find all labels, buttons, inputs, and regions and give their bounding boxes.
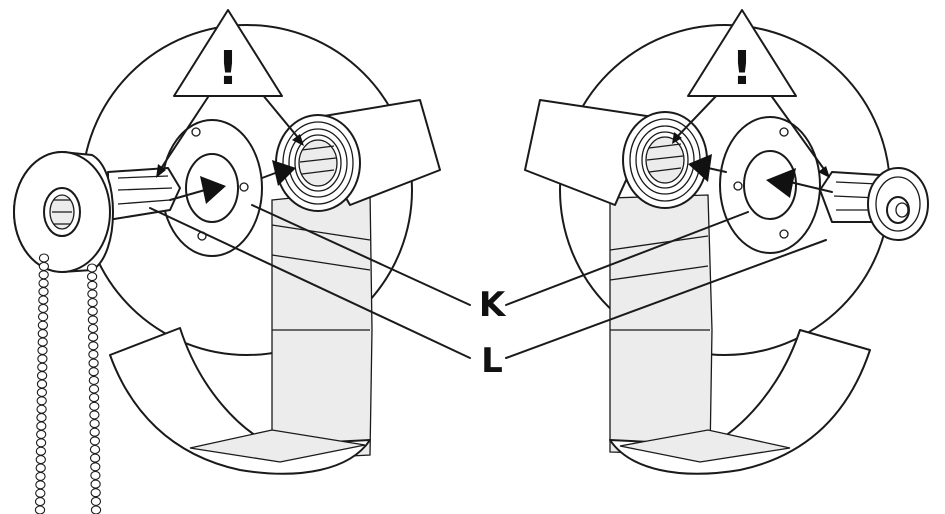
chain-bead	[38, 295, 49, 305]
chain-bead	[36, 371, 48, 381]
chain-bead	[35, 480, 46, 490]
chain-bead	[87, 306, 98, 316]
chain-bead	[34, 505, 46, 514]
chain-bead	[89, 427, 100, 437]
chain-bead	[36, 387, 48, 397]
right-fabric-drape	[609, 329, 871, 475]
chain-bead	[89, 453, 101, 463]
chain-bead	[86, 272, 98, 282]
chain-bead	[37, 345, 48, 355]
chain-bead	[38, 261, 50, 271]
chain-bead	[87, 298, 98, 308]
right-fabric-roll	[622, 111, 708, 209]
chain-bead	[90, 462, 101, 472]
chain-bead	[34, 497, 46, 507]
right-end-cap	[867, 167, 929, 241]
right-fabric-band	[609, 194, 713, 456]
chain-bead	[88, 375, 100, 385]
chain-bead	[88, 367, 99, 377]
chain-bead	[90, 479, 101, 489]
chain-bead	[37, 337, 48, 347]
chain-bead	[89, 410, 100, 420]
chain-bead	[89, 436, 101, 446]
chain-bead	[90, 470, 101, 480]
chain-bead	[38, 270, 49, 280]
chain-bead	[89, 419, 100, 429]
callout-lines	[149, 204, 827, 359]
chain-bead	[37, 320, 49, 330]
right-insert-arrow-shaft	[766, 168, 833, 198]
chain-bead	[37, 362, 48, 372]
chain-bead	[35, 438, 47, 448]
chain-bead	[37, 329, 48, 339]
chain-bead	[87, 280, 98, 290]
chain-bead	[36, 404, 47, 414]
chain-bead	[87, 332, 99, 342]
right-mounting-bracket	[719, 116, 821, 254]
left-insert-arrow-tube	[261, 160, 296, 186]
left-bead-chain	[34, 253, 102, 514]
left-fabric-drape	[109, 327, 371, 475]
label-k: K	[479, 285, 507, 325]
chain-bead	[36, 396, 47, 406]
chain-bead	[38, 278, 49, 288]
left-chain-control-unit	[13, 151, 114, 273]
chain-bead	[36, 429, 47, 439]
chain-bead	[88, 358, 99, 368]
chain-bead	[35, 463, 46, 473]
chain-bead	[38, 287, 49, 297]
chain-bead	[87, 323, 99, 334]
chain-bead	[87, 289, 98, 299]
chain-bead	[89, 401, 100, 411]
chain-bead	[38, 303, 49, 313]
left-warning-icon: !	[173, 9, 283, 97]
chain-bead	[89, 444, 101, 455]
left-fabric-band	[271, 189, 373, 461]
chain-bead	[90, 496, 102, 506]
chain-bead	[88, 384, 100, 394]
chain-bead	[90, 505, 102, 514]
chain-bead	[38, 253, 50, 263]
chain-bead	[87, 315, 99, 325]
chain-bead	[36, 421, 47, 431]
chain-bead	[88, 349, 99, 359]
chain-bead	[88, 341, 99, 351]
chain-bead	[37, 354, 48, 364]
right-assembly	[524, 24, 929, 475]
left-warning-glyph: !	[218, 41, 239, 95]
chain-bead	[86, 263, 98, 273]
right-insert-arrow-tube	[688, 154, 727, 182]
chain-bead	[88, 393, 100, 403]
left-assembly	[13, 24, 441, 514]
chain-bead	[36, 379, 48, 389]
right-warning-glyph: !	[732, 41, 753, 95]
label-l: L	[481, 341, 503, 381]
chain-bead	[35, 471, 46, 481]
chain-bead	[90, 488, 101, 498]
left-fabric-roll	[275, 114, 361, 212]
chain-bead	[35, 446, 47, 456]
chain-bead	[37, 312, 49, 322]
chain-bead	[36, 413, 47, 423]
chain-bead	[35, 488, 46, 498]
right-warning-icon: !	[687, 9, 797, 97]
left-insert-arrow-shaft	[169, 176, 226, 204]
chain-bead	[35, 455, 46, 465]
